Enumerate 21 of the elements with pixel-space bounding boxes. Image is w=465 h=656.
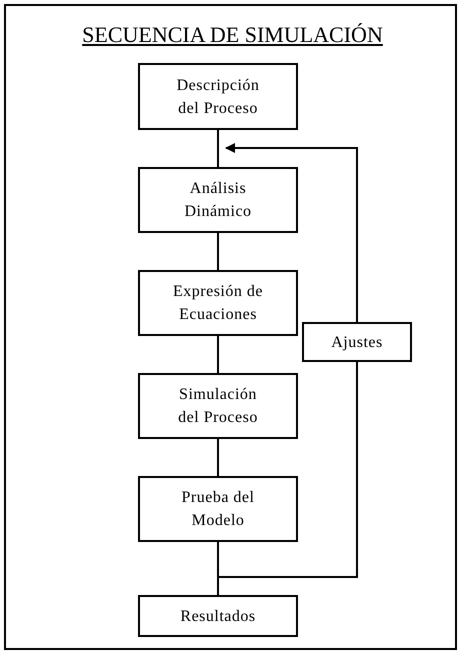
- box-label: Expresión de Ecuaciones: [172, 282, 264, 325]
- box-label: Prueba del Modelo: [180, 488, 256, 531]
- process-box: [138, 373, 298, 439]
- process-box: [138, 476, 298, 542]
- diagram-title: SECUENCIA DE SIMULACIÓN: [81, 22, 384, 48]
- process-box: [302, 322, 412, 362]
- box-label: Ajustes: [331, 332, 383, 352]
- process-box: [138, 63, 298, 130]
- process-box: [138, 595, 298, 637]
- feedback-arrow: [225, 143, 358, 322]
- process-box: [138, 270, 298, 336]
- box-label: Análisis Dinámico: [183, 179, 253, 222]
- connector-line: [217, 439, 219, 476]
- box-label: Resultados: [180, 606, 256, 626]
- connector-line: [217, 362, 358, 578]
- process-box: [138, 167, 298, 233]
- box-label: Descripción del Proceso: [176, 76, 260, 118]
- connector-line: [217, 130, 219, 167]
- connector-line: [217, 336, 219, 373]
- connector-line: [217, 233, 219, 270]
- box-label: Simulación del Proceso: [177, 385, 259, 428]
